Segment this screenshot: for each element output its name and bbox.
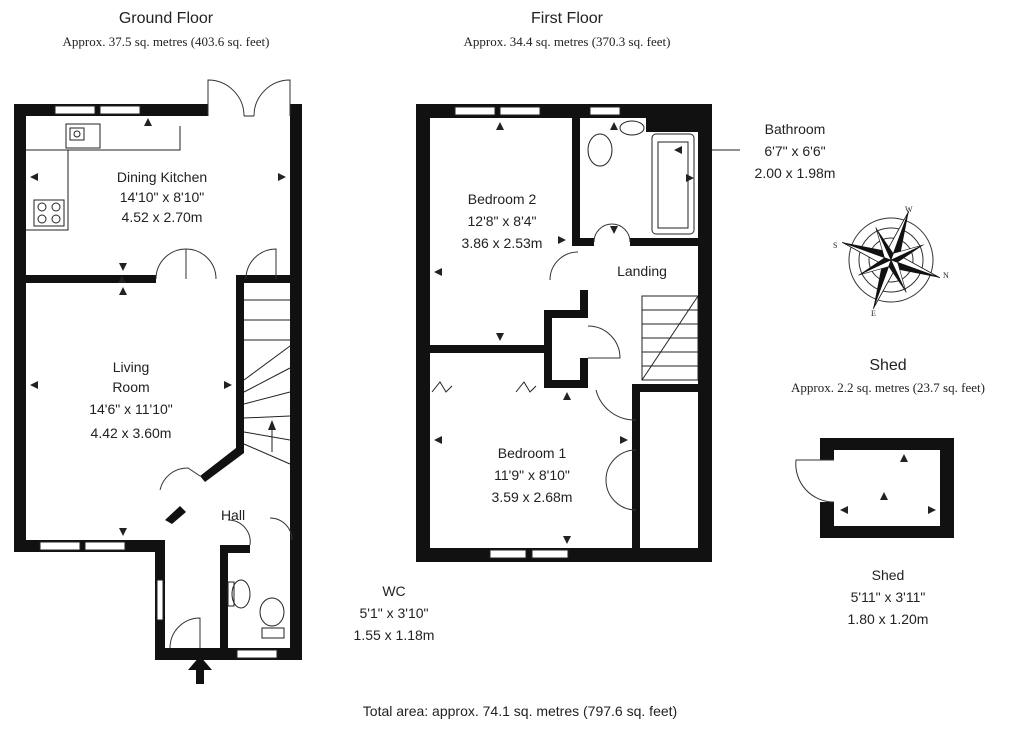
- wc-imperial: 5'1" x 3'10": [360, 605, 429, 621]
- shed-plan: [795, 438, 954, 538]
- bedroom2-metric: 3.86 x 2.53m: [462, 235, 543, 251]
- total-area: Total area: approx. 74.1 sq. metres (797…: [363, 703, 677, 719]
- ground-floor-plan: [14, 79, 302, 684]
- living-room-metric: 4.42 x 3.60m: [91, 425, 172, 441]
- bedroom2-imperial: 12'8" x 8'4": [468, 213, 537, 229]
- first-floor-plan: [416, 104, 740, 562]
- bathroom-imperial: 6'7" x 6'6": [764, 143, 825, 159]
- ground-floor-area: Approx. 37.5 sq. metres (403.6 sq. feet): [63, 34, 270, 49]
- shed-name: Shed: [872, 567, 905, 583]
- compass-letter-s: S: [833, 241, 837, 250]
- bedroom1-metric: 3.59 x 2.68m: [492, 489, 573, 505]
- dining-kitchen-imperial: 14'10" x 8'10": [120, 189, 205, 205]
- bedroom2-name: Bedroom 2: [468, 191, 537, 207]
- compass-letter-w: W: [905, 205, 913, 214]
- shed-imperial: 5'11" x 3'11": [851, 589, 926, 605]
- bedroom1-name: Bedroom 1: [498, 445, 567, 461]
- shed-title: Shed: [869, 357, 906, 374]
- shed-metric: 1.80 x 1.20m: [848, 611, 929, 627]
- first-floor-title: First Floor: [531, 10, 604, 27]
- compass-letter-n: N: [943, 271, 949, 280]
- living-room-name-1: Living: [113, 359, 150, 375]
- first-floor-area: Approx. 34.4 sq. metres (370.3 sq. feet): [464, 34, 671, 49]
- ground-floor-title: Ground Floor: [119, 10, 214, 27]
- living-room-name-2: Room: [112, 379, 149, 395]
- shed-area: Approx. 2.2 sq. metres (23.7 sq. feet): [791, 380, 985, 395]
- landing-name: Landing: [617, 263, 667, 279]
- dining-kitchen-name: Dining Kitchen: [117, 169, 207, 185]
- bedroom1-imperial: 11'9" x 8'10": [494, 467, 570, 483]
- bathroom-name: Bathroom: [765, 121, 826, 137]
- hall-name: Hall: [221, 507, 245, 523]
- compass-icon: W N E S: [833, 205, 949, 318]
- wc-name: WC: [382, 583, 405, 599]
- living-room-imperial: 14'6" x 11'10": [89, 401, 173, 417]
- wc-metric: 1.55 x 1.18m: [354, 627, 435, 643]
- dining-kitchen-metric: 4.52 x 2.70m: [122, 209, 203, 225]
- bathroom-metric: 2.00 x 1.98m: [755, 165, 836, 181]
- compass-letter-e: E: [871, 309, 876, 318]
